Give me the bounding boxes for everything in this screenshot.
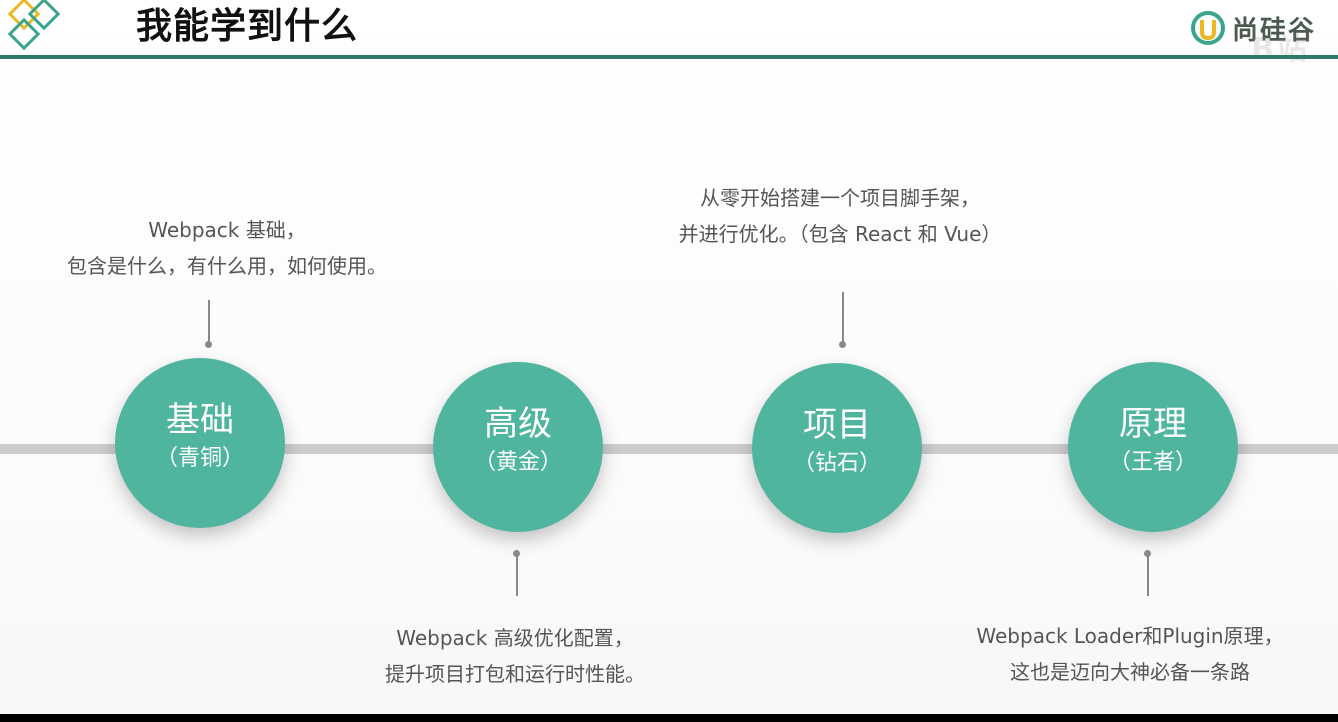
connector-stem — [842, 292, 844, 342]
description-line: 包含是什么，有什么用，如何使用。 — [67, 254, 387, 278]
stage-title: 基础 — [166, 400, 234, 440]
stage-title: 原理 — [1119, 404, 1187, 444]
logo-diamonds-icon — [7, 0, 61, 51]
connector-stem — [1147, 554, 1149, 596]
stage-title: 高级 — [484, 404, 552, 444]
connector-dot — [513, 550, 520, 557]
description-line: 从零开始搭建一个项目脚手架， — [700, 186, 980, 210]
stage-subtitle: （王者） — [1108, 450, 1197, 475]
stage-node-basic: 基础 （青铜） — [115, 358, 285, 528]
connector-dot — [839, 341, 846, 348]
description-line: Webpack Loader和Plugin原理， — [976, 624, 1284, 648]
brand: 尚硅谷 — [1190, 6, 1316, 50]
stage-node-advanced: 高级 （黄金） — [433, 362, 603, 532]
brand-logo-icon — [1190, 11, 1225, 45]
stage-description-basic: Webpack 基础， 包含是什么，有什么用，如何使用。 — [52, 212, 402, 284]
connector-dot — [1144, 550, 1151, 557]
header-divider — [0, 55, 1338, 59]
connector-dot — [205, 341, 212, 348]
timeline-line — [0, 444, 1338, 454]
stage-node-project: 项目 （钻石） — [752, 363, 922, 533]
stage-node-principle: 原理 （王者） — [1068, 362, 1238, 532]
description-line: 这也是迈向大神必备一条路 — [1010, 660, 1250, 684]
description-line: Webpack 基础， — [148, 218, 306, 242]
stage-subtitle: （黄金） — [473, 450, 562, 475]
stage-description-project: 从零开始搭建一个项目脚手架， 并进行优化。（包含 React 和 Vue） — [640, 180, 1040, 252]
description-line: 提升项目打包和运行时性能。 — [385, 662, 645, 686]
connector-stem — [516, 554, 518, 596]
stage-description-advanced: Webpack 高级优化配置， 提升项目打包和运行时性能。 — [340, 620, 690, 692]
bottom-bar — [0, 714, 1338, 722]
brand-name: 尚硅谷 — [1231, 15, 1316, 46]
stage-subtitle: （青铜） — [155, 446, 244, 471]
watermark: B站 — [1251, 32, 1310, 67]
description-line: Webpack 高级优化配置， — [396, 626, 634, 650]
page-title: 我能学到什么 — [136, 6, 359, 47]
description-line: 并进行优化。（包含 React 和 Vue） — [678, 222, 1002, 246]
stage-title: 项目 — [803, 405, 871, 445]
connector-stem — [208, 300, 210, 342]
stage-description-principle: Webpack Loader和Plugin原理， 这也是迈向大神必备一条路 — [950, 618, 1310, 690]
stage-subtitle: （钻石） — [792, 451, 881, 476]
